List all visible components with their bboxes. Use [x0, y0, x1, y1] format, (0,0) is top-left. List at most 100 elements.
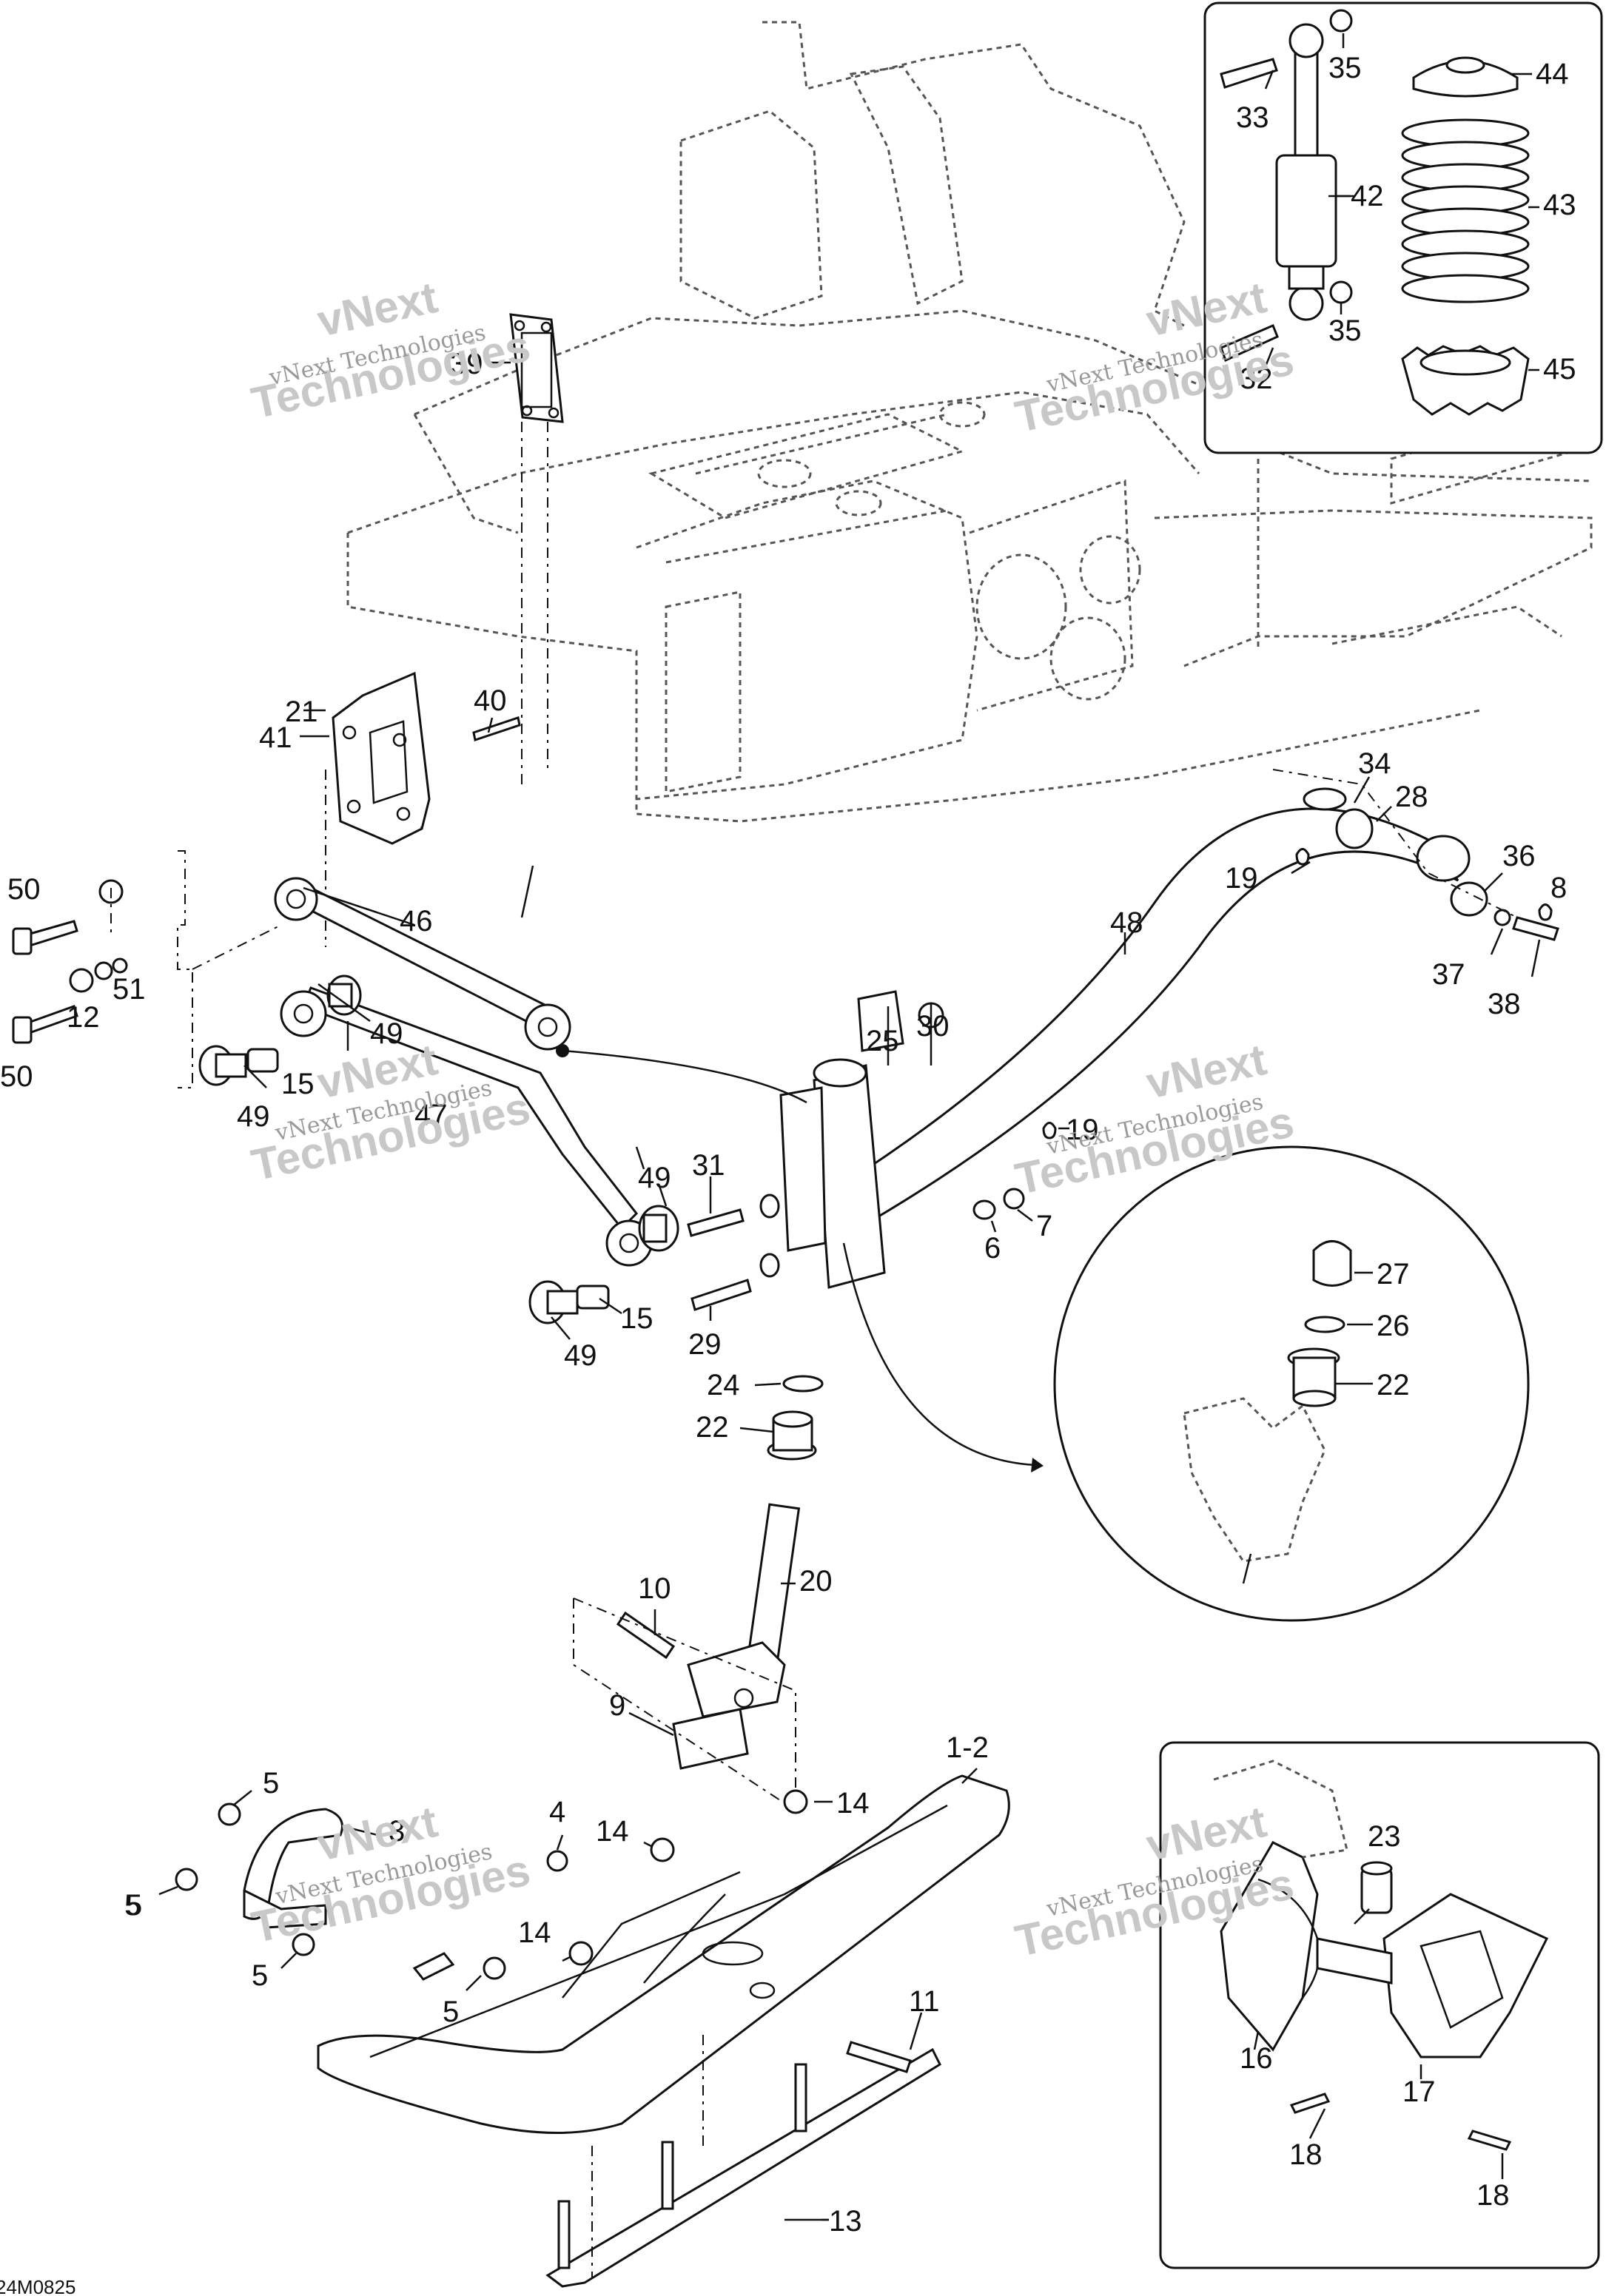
- mounting-plate-39: [509, 313, 564, 784]
- label-26: 26: [1377, 1310, 1410, 1342]
- label-42: 42: [1351, 180, 1384, 212]
- bolt-31: [687, 1208, 745, 1237]
- part-labels: 1-2 3 4 5 5 5 5 5 6 7 8 9 10 11 12 13 14…: [0, 52, 1576, 2296]
- label-16: 16: [1240, 2042, 1273, 2075]
- ski-handle-3: [243, 1808, 455, 1981]
- washer-36: [1450, 881, 1488, 917]
- bolt-50-b: [12, 1005, 78, 1044]
- label-15-b: 15: [620, 1302, 654, 1335]
- label-33: 33: [1236, 101, 1269, 134]
- shock-rod: [1294, 50, 1319, 157]
- label-8: 8: [1550, 872, 1567, 904]
- bushing-22-detail: [1287, 1347, 1340, 1407]
- bolt-38: [1512, 916, 1559, 941]
- label-37: 37: [1432, 958, 1465, 991]
- label-27: 27: [1377, 1258, 1410, 1290]
- boot-16: [1220, 1841, 1319, 2052]
- label-28: 28: [1395, 781, 1428, 813]
- connector-arc-46-48: [562, 1049, 807, 1104]
- label-50-a: 50: [7, 873, 41, 906]
- bracket-21-41: [325, 671, 431, 947]
- label-25: 25: [866, 1025, 899, 1057]
- label-5-b: 5: [126, 1889, 142, 1922]
- label-31: 31: [692, 1149, 725, 1182]
- connector-arrowhead: [1031, 1458, 1044, 1472]
- pin-10: [616, 1611, 676, 1660]
- label-38: 38: [1488, 988, 1521, 1020]
- bolt-5-d: [483, 1956, 506, 1980]
- circlip-26: [1304, 1316, 1345, 1333]
- label-46: 46: [400, 905, 433, 937]
- washer-51-b: [112, 957, 128, 974]
- label-44: 44: [1536, 58, 1569, 90]
- rivet-18-b: [1467, 2130, 1512, 2151]
- nut-14-b: [650, 1837, 675, 1862]
- bolt-5-c: [292, 1933, 315, 1956]
- label-35-a: 35: [1328, 52, 1362, 84]
- label-18-a: 18: [1289, 2138, 1323, 2171]
- shock-eye-top: [1289, 23, 1324, 58]
- runner-13: [545, 2047, 941, 2288]
- bushing-49-a: [198, 1045, 247, 1086]
- shaft: [1316, 1937, 1393, 1984]
- label-14-c: 14: [518, 1916, 551, 1949]
- label-5-d: 5: [443, 1996, 459, 2028]
- shock-body: [1275, 154, 1337, 268]
- grease-drop-19-b: [1042, 1122, 1057, 1139]
- diagram-code: 24M0825: [0, 2276, 75, 2296]
- watermarks: vNext Technologies vNext Technologies vN…: [247, 272, 1298, 1966]
- label-30-visible: 30: [916, 1010, 950, 1043]
- shock-absorber-inset: [1203, 1, 1603, 454]
- housing-17: [1382, 1893, 1549, 2058]
- label-17: 17: [1402, 2076, 1436, 2108]
- spacer-15-b: [576, 1285, 610, 1310]
- bracket-25: [857, 990, 904, 1052]
- bolt-50-a: [12, 920, 78, 955]
- label-19-b: 19: [1066, 1114, 1099, 1146]
- bolt-32: [1220, 324, 1279, 363]
- label-5-e: 5: [124, 1889, 141, 1922]
- label-29: 29: [688, 1328, 722, 1361]
- label-21: 21: [285, 696, 318, 728]
- label-35-b: 35: [1328, 314, 1362, 347]
- shock-eye-bottom: [1289, 286, 1324, 321]
- label-49-c: 49: [638, 1162, 671, 1194]
- adjuster-ring-45-top: [1419, 349, 1511, 376]
- nut-4: [546, 1850, 568, 1872]
- watermark-1: vNext Technologies vNext Technologies: [247, 272, 534, 428]
- chassis-frame: [346, 21, 1600, 823]
- washer-29: [759, 1253, 780, 1278]
- detail-circle: [1053, 1145, 1530, 1622]
- label-19-a: 19: [1225, 862, 1258, 895]
- label-10: 10: [638, 1572, 671, 1605]
- label-22-a: 22: [696, 1411, 729, 1444]
- label-18-b: 18: [1476, 2179, 1510, 2212]
- main-arm-48: [813, 807, 1471, 1289]
- label-20: 20: [799, 1565, 833, 1598]
- label-22-b: 22: [1377, 1369, 1410, 1401]
- spacer-15-a: [246, 1048, 279, 1073]
- spring-seat-44-hole: [1445, 56, 1485, 74]
- washer-31: [759, 1194, 780, 1219]
- bolt-11: [846, 2041, 912, 2073]
- rivet-18-a: [1289, 2093, 1331, 2114]
- label-51: 51: [112, 973, 146, 1006]
- boot-inset: [1159, 1741, 1600, 2269]
- connector-dot: [556, 1044, 569, 1057]
- label-34: 34: [1358, 747, 1391, 780]
- label-12: 12: [67, 1001, 100, 1034]
- nut-14-c: [568, 1941, 594, 1966]
- label-1-2: 1-2: [946, 1731, 989, 1764]
- label-14-b: 14: [596, 1815, 629, 1848]
- label-15-a: 15: [281, 1068, 315, 1100]
- spindle-20: [687, 1503, 801, 1718]
- bushing-49-d: [528, 1280, 579, 1324]
- pin-40: [472, 716, 521, 741]
- washer-6: [972, 1199, 996, 1220]
- label-24: 24: [707, 1369, 740, 1401]
- nut-35-top: [1329, 9, 1353, 33]
- label-48: 48: [1110, 906, 1143, 939]
- bushing-28: [1335, 808, 1374, 849]
- label-6: 6: [984, 1232, 1001, 1265]
